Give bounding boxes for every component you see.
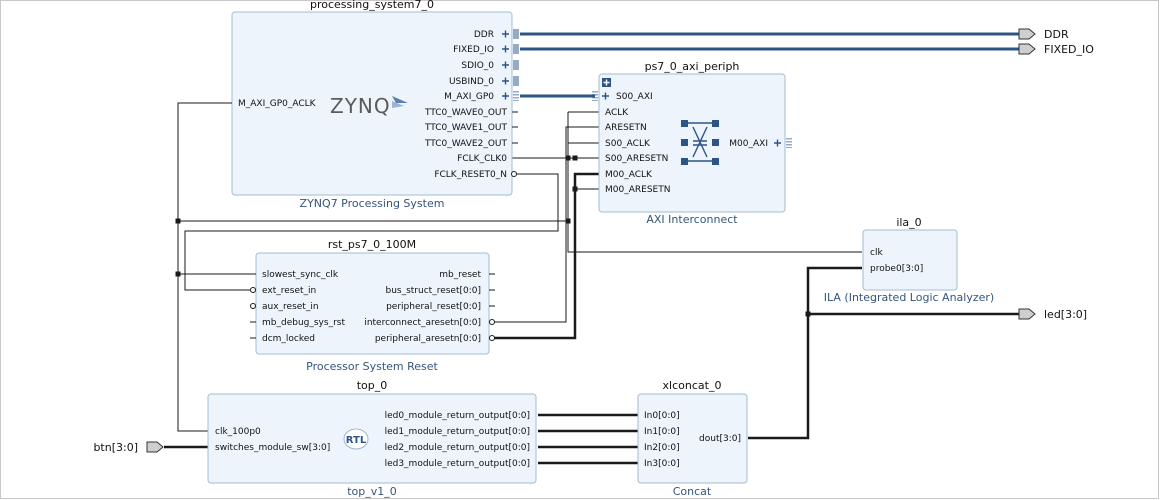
port-m-axi-gp0[interactable]: M_AXI_GP0 [444, 92, 494, 102]
block-instance-name: ps7_0_axi_periph [645, 60, 740, 73]
block-processor-system-reset[interactable]: rst_ps7_0_100M slowest_sync_clk ext_rese… [250, 238, 495, 373]
svg-text:led[3:0]: led[3:0] [1044, 308, 1087, 321]
net-dout[interactable] [748, 266, 862, 440]
port-mb-debug-sys-rst[interactable]: mb_debug_sys_rst [262, 318, 345, 328]
port-sdio-0[interactable]: SDIO_0 [461, 61, 494, 71]
block-caption: top_v1_0 [347, 485, 397, 498]
block-instance-name: rst_ps7_0_100M [328, 238, 416, 251]
block-top[interactable]: top_0 clk_100p0 switches_module_sw[3:0] … [207, 379, 537, 498]
block-instance-name: processing_system7_0 [310, 0, 434, 11]
block-caption: ZYNQ7 Processing System [300, 197, 445, 210]
block-body[interactable] [255, 252, 490, 355]
block-caption: Processor System Reset [306, 360, 438, 373]
port-ext-reset-in[interactable]: ext_reset_in [262, 286, 316, 296]
expand-plus-icon[interactable] [602, 78, 611, 87]
port-in2[interactable]: In2[0:0] [644, 443, 680, 453]
port-fclk-reset0-n[interactable]: FCLK_RESET0_N [434, 170, 507, 180]
port-m00-aclk[interactable]: M00_ACLK [605, 170, 653, 180]
port-clk[interactable]: clk [870, 248, 883, 258]
block-caption: ILA (Integrated Logic Analyzer) [824, 291, 994, 304]
port-arrow-icon [1018, 43, 1036, 55]
block-ila[interactable]: ila_0 clk probe0[3:0] ILA (Integrated Lo… [824, 216, 994, 304]
ps-right-ports: DDR FIXED_IO SDIO_0 USBIND_0 M_AXI_GP0 T… [424, 29, 519, 180]
port-slowest-sync-clk[interactable]: slowest_sync_clk [262, 270, 339, 280]
port-aux-reset-in[interactable]: aux_reset_in [262, 302, 319, 312]
port-interconnect-aresetn[interactable]: interconnect_aresetn[0:0] [364, 318, 481, 328]
port-s00-axi[interactable]: S00_AXI [616, 92, 653, 102]
port-switches-module-sw[interactable]: switches_module_sw[3:0] [215, 443, 330, 453]
port-led1-output[interactable]: led1_module_return_output[0:0] [385, 427, 530, 437]
axi-crossbar-icon [681, 120, 719, 165]
block-instance-name: xlconcat_0 [663, 379, 722, 392]
port-s00-aclk[interactable]: S00_ACLK [605, 139, 651, 149]
port-arrow-icon [146, 441, 164, 453]
net-fclk-reset[interactable] [184, 173, 559, 291]
port-peripheral-reset[interactable]: peripheral_reset[0:0] [386, 302, 481, 312]
rtl-badge: RTL [343, 428, 369, 450]
port-probe0[interactable]: probe0[3:0] [870, 264, 923, 274]
block-body[interactable] [207, 393, 537, 484]
port-ttc0-wave0-out[interactable]: TTC0_WAVE0_OUT [424, 108, 508, 118]
port-m00-aresetn[interactable]: M00_ARESETN [605, 185, 670, 195]
port-arrow-icon [1018, 308, 1036, 320]
block-axi-interconnect[interactable]: ps7_0_axi_periph S00_AXI ACLK ARESETN S0… [592, 60, 792, 226]
port-m00-axi[interactable]: M00_AXI [729, 139, 768, 149]
port-aresetn[interactable]: ARESETN [605, 123, 647, 133]
net-interconnect-aresetn[interactable] [492, 126, 604, 323]
port-s00-aresetn[interactable]: S00_ARESETN [605, 154, 668, 164]
external-port-ddr[interactable]: DDR [1018, 28, 1069, 41]
block-body[interactable] [862, 229, 958, 291]
block-instance-name: ila_0 [896, 216, 921, 229]
block-processing-system7[interactable]: processing_system7_0 ZYNQ M_AXI_GP0_ACLK… [228, 0, 519, 210]
port-in0[interactable]: In0[0:0] [644, 411, 680, 421]
block-instance-name: top_0 [357, 379, 388, 392]
port-usbind-0[interactable]: USBIND_0 [449, 77, 494, 87]
nets [164, 32, 1019, 465]
port-in1[interactable]: In1[0:0] [644, 427, 680, 437]
svg-text:FIXED_IO: FIXED_IO [1044, 43, 1094, 56]
port-aclk[interactable]: ACLK [605, 108, 629, 118]
block-concat[interactable]: xlconcat_0 In0[0:0] In1[0:0] In2[0:0] In… [637, 379, 748, 498]
port-ttc0-wave2-out[interactable]: TTC0_WAVE2_OUT [424, 139, 508, 149]
port-mb-reset[interactable]: mb_reset [439, 270, 481, 280]
block-caption: AXI Interconnect [646, 213, 738, 226]
port-clk-100p0[interactable]: clk_100p0 [215, 427, 261, 437]
port-bus-struct-reset[interactable]: bus_struct_reset[0:0] [385, 286, 481, 296]
port-m-axi-gp0-aclk[interactable]: M_AXI_GP0_ACLK [238, 99, 317, 109]
port-led2-output[interactable]: led2_module_return_output[0:0] [385, 443, 530, 453]
zynq-logo: ZYNQ [330, 94, 408, 118]
port-arrow-icon [1018, 28, 1036, 40]
block-body[interactable] [598, 73, 786, 213]
port-dcm-locked[interactable]: dcm_locked [262, 334, 315, 344]
svg-text:RTL: RTL [346, 435, 367, 446]
port-led3-output[interactable]: led3_module_return_output[0:0] [385, 459, 530, 469]
block-body[interactable] [637, 393, 748, 484]
port-fclk-clk0[interactable]: FCLK_CLK0 [457, 154, 507, 164]
port-in3[interactable]: In3[0:0] [644, 459, 680, 469]
interface-plus-icons [502, 30, 509, 100]
port-fixed-io[interactable]: FIXED_IO [453, 45, 494, 55]
svg-text:btn[3:0]: btn[3:0] [93, 441, 138, 454]
external-port-btn[interactable]: btn[3:0] [93, 441, 164, 454]
svg-text:ZYNQ: ZYNQ [330, 94, 391, 118]
svg-text:DDR: DDR [1044, 28, 1069, 41]
external-port-led[interactable]: led[3:0] [1018, 308, 1087, 321]
port-peripheral-aresetn[interactable]: peripheral_aresetn[0:0] [375, 334, 481, 344]
port-dout[interactable]: dout[3:0] [699, 434, 741, 444]
net-peripheral-aresetn[interactable] [492, 172, 604, 340]
port-ddr[interactable]: DDR [474, 30, 494, 40]
port-ttc0-wave1-out[interactable]: TTC0_WAVE1_OUT [424, 123, 508, 133]
block-caption: Concat [673, 485, 712, 498]
port-led0-output[interactable]: led0_module_return_output[0:0] [385, 411, 530, 421]
external-port-fixed-io[interactable]: FIXED_IO [1018, 43, 1094, 56]
